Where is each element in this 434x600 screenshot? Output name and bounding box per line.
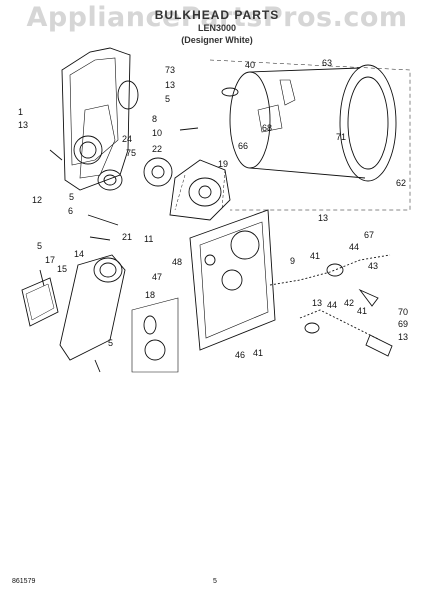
callout: 46 bbox=[235, 350, 245, 360]
callout: 75 bbox=[126, 148, 136, 158]
callout: 68 bbox=[262, 123, 272, 133]
callout: 71 bbox=[336, 132, 346, 142]
callout: 43 bbox=[368, 261, 378, 271]
footer-page-number: 5 bbox=[213, 578, 217, 585]
callout: 24 bbox=[122, 134, 132, 144]
callout: 40 bbox=[245, 60, 255, 70]
callout: 5 bbox=[165, 94, 170, 104]
belt-part-73 bbox=[117, 80, 139, 110]
callout: 8 bbox=[152, 114, 157, 124]
callout: 44 bbox=[349, 242, 359, 252]
callout: 13 bbox=[398, 332, 408, 342]
callout: 44 bbox=[327, 300, 337, 310]
callout: 9 bbox=[290, 256, 295, 266]
callout: 13 bbox=[312, 298, 322, 308]
front-bulkhead-panel bbox=[61, 47, 131, 191]
callout: 66 bbox=[238, 141, 248, 151]
callout: 41 bbox=[253, 348, 263, 358]
diagram-title: BULKHEAD PARTS bbox=[154, 8, 280, 22]
callout: 63 bbox=[322, 58, 332, 68]
callout: 5 bbox=[108, 338, 113, 348]
callout: 70 bbox=[398, 307, 408, 317]
rear-bulkhead-part-48 bbox=[189, 209, 276, 351]
callout: 62 bbox=[396, 178, 406, 188]
callout: 12 bbox=[32, 195, 42, 205]
callout: 18 bbox=[145, 290, 155, 300]
model-number: LEN3000 bbox=[197, 23, 237, 33]
callout: 6 bbox=[68, 206, 73, 216]
callout: 69 bbox=[398, 319, 408, 329]
callout: 5 bbox=[69, 192, 74, 202]
callout: 22 bbox=[152, 144, 162, 154]
callout: 19 bbox=[218, 159, 228, 169]
drive-motor-assembly bbox=[97, 157, 231, 221]
callout: 10 bbox=[152, 128, 162, 138]
callout: 5 bbox=[37, 241, 42, 251]
blower-housing bbox=[79, 104, 116, 179]
callout: 42 bbox=[344, 298, 354, 308]
callout: 41 bbox=[357, 306, 367, 316]
callout: 73 bbox=[165, 65, 175, 75]
heater-components bbox=[269, 254, 393, 357]
duct-part-14 bbox=[59, 254, 126, 361]
wiring-kit-part-18 bbox=[131, 297, 179, 373]
callout: 1 bbox=[18, 107, 23, 117]
callout: 13 bbox=[18, 120, 28, 130]
callout: 13 bbox=[165, 80, 175, 90]
callout: 41 bbox=[310, 251, 320, 261]
callout: 13 bbox=[318, 213, 328, 223]
watermark: AppliancePartsPros.com bbox=[26, 2, 408, 33]
drum-part-67 bbox=[209, 59, 411, 211]
callout: 15 bbox=[57, 264, 67, 274]
callout: 11 bbox=[144, 234, 153, 244]
callout: 48 bbox=[172, 257, 182, 267]
callout: 47 bbox=[152, 272, 162, 282]
filter-part-15 bbox=[21, 277, 59, 327]
footer-code: 861579 bbox=[12, 578, 36, 585]
callout: 21 bbox=[122, 232, 132, 242]
callout: 67 bbox=[364, 230, 374, 240]
part-callouts: 1 13 73 13 5 8 10 24 75 22 19 40 63 66 6… bbox=[18, 58, 408, 360]
callout: 17 bbox=[45, 255, 55, 265]
callout: 14 bbox=[74, 249, 84, 259]
color-variant: (Designer White) bbox=[181, 35, 253, 45]
